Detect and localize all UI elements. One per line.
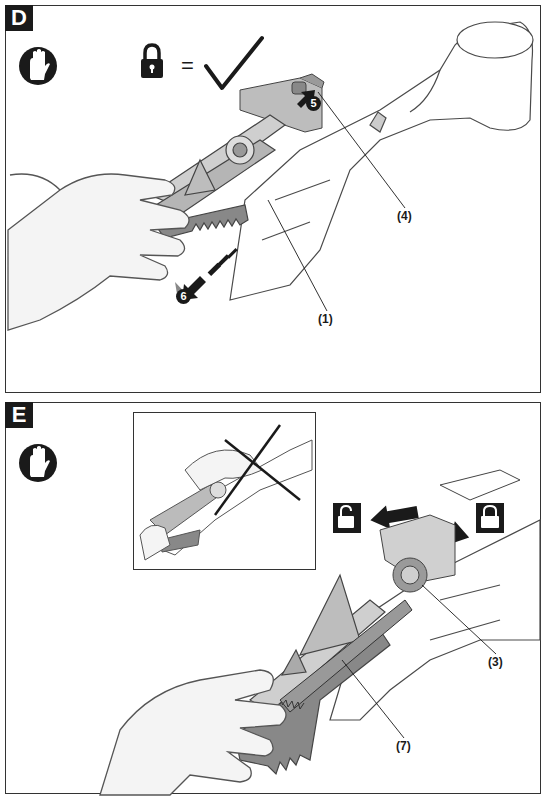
equals-sign: = xyxy=(181,55,194,77)
panel-letter-text: D xyxy=(11,7,27,29)
saw-body xyxy=(230,22,533,300)
leader-line xyxy=(342,585,496,738)
callout-number: (7) xyxy=(396,740,411,752)
step-number: 5 xyxy=(306,96,321,111)
callout-number: (1) xyxy=(318,313,333,325)
arrow xyxy=(175,90,315,300)
inset-wrong xyxy=(134,413,316,570)
glove-icon xyxy=(19,47,57,85)
panel-letter-text: E xyxy=(12,404,27,426)
panel-frame xyxy=(6,6,541,393)
saw-blade xyxy=(280,600,412,712)
step-number-text: 6 xyxy=(180,291,186,302)
glove-icon xyxy=(19,444,57,482)
locking-lever xyxy=(380,470,520,592)
gloved-hand xyxy=(8,174,189,330)
gloved-hand xyxy=(100,670,286,795)
unlock-icon xyxy=(333,503,361,533)
panel-frame xyxy=(6,403,541,794)
lock-icon xyxy=(476,503,504,533)
panel-letter: D xyxy=(5,5,33,31)
panel-letter: E xyxy=(5,402,33,428)
step-number: 6 xyxy=(176,289,191,304)
callout-number: (4) xyxy=(397,210,412,222)
lock-check xyxy=(141,38,262,88)
callout-number: (3) xyxy=(488,656,503,668)
step-number-text: 5 xyxy=(310,98,316,109)
leader-line xyxy=(268,92,405,311)
